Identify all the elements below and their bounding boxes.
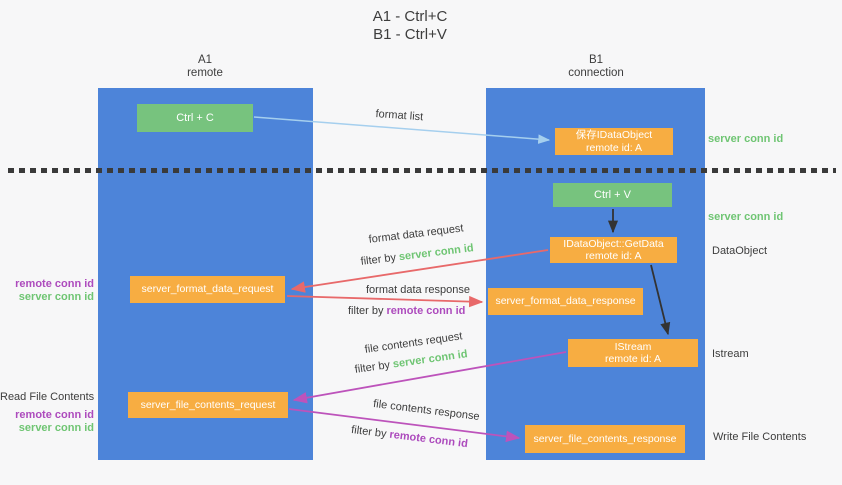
server-conn-id-text: server conn id: [18, 421, 94, 434]
lane-b-header: B1 connection: [541, 54, 651, 80]
remote-conn-id-text: remote conn id: [15, 278, 94, 290]
annotation-dataobject: DataObject: [712, 245, 768, 257]
lane-b-name: B1: [588, 54, 604, 66]
node-file-req-label: server_file_contents_request: [140, 398, 276, 411]
remote-conn-id-text: remote conn id: [386, 305, 466, 317]
lane-a-subtitle: remote: [187, 67, 223, 79]
lane-a-header: A1 remote: [150, 54, 260, 80]
label-format-list: format list: [375, 108, 424, 124]
diagram-title: A1 - Ctrl+C B1 - Ctrl+V: [320, 8, 500, 44]
node-server-file-contents-request: server_file_contents_request: [128, 392, 288, 418]
annotation-server-conn-id-mid: server conn id: [708, 211, 784, 223]
label-filter-remote-conn-2: filter by remote conn id: [351, 424, 469, 450]
title-line-1: A1 - Ctrl+C: [372, 8, 448, 25]
node-server-file-contents-response: server_file_contents_response: [525, 425, 685, 453]
server-conn-id-text: server conn id: [18, 290, 94, 303]
annotation-conn-ids-bottom: remote conn id server conn id: [0, 409, 94, 434]
remote-conn-id-text: remote conn id: [388, 428, 469, 451]
node-istream: IStream remote id: A: [568, 339, 698, 367]
node-save-idataobject-line1: 保存IDataObject: [575, 129, 653, 141]
label-filter-remote-conn-1: filter by remote conn id: [348, 305, 465, 317]
filter-by-text: filter by: [360, 251, 400, 268]
node-ctrl-c: Ctrl + C: [137, 104, 253, 132]
filter-by-text: filter by: [350, 424, 391, 441]
node-format-req-label: server_format_data_request: [141, 283, 274, 296]
node-server-format-data-request: server_format_data_request: [130, 276, 285, 303]
label-filter-server-conn-1: filter by server conn id: [360, 242, 474, 268]
label-file-contents-response: file contents response: [372, 398, 481, 423]
node-ctrl-v-label: Ctrl + V: [594, 188, 631, 201]
node-save-idataobject: 保存IDataObject remote id: A: [555, 128, 673, 155]
lane-a-name: A1: [197, 54, 213, 66]
node-file-resp-label: server_file_contents_response: [533, 432, 677, 445]
annotation-write-file-contents: Write File Contents: [713, 431, 807, 443]
node-istream-line1: IStream: [614, 340, 652, 353]
remote-conn-id-text: remote conn id: [15, 409, 94, 421]
annotation-read-file-contents: Read File Contents: [0, 391, 95, 403]
node-getdata-line1: IDataObject::GetData: [563, 237, 664, 250]
node-idataobject-getdata: IDataObject::GetData remote id: A: [550, 237, 677, 263]
annotation-server-conn-id-top: server conn id: [708, 133, 784, 145]
label-format-data-response: format data response: [366, 284, 470, 296]
node-format-resp-label: server_format_data_response: [495, 295, 636, 308]
filter-by-text: filter by: [354, 358, 394, 376]
node-ctrl-c-label: Ctrl + C: [176, 111, 214, 124]
arrow-format-data-response: [286, 295, 484, 308]
lane-b-subtitle: connection: [568, 67, 624, 79]
server-conn-id-text: server conn id: [392, 348, 469, 371]
server-conn-id-text: server conn id: [398, 242, 475, 264]
label-format-data-request: format data request: [368, 222, 465, 246]
filter-by-text: filter by: [348, 305, 387, 317]
annotation-conn-ids-top: remote conn id server conn id: [0, 278, 94, 303]
node-istream-line2: remote id: A: [604, 353, 662, 365]
annotation-istream: Istream: [712, 348, 749, 360]
node-ctrl-v: Ctrl + V: [553, 183, 672, 207]
node-save-idataobject-line2: remote id: A: [585, 141, 643, 154]
title-line-2: B1 - Ctrl+V: [373, 26, 447, 43]
node-getdata-line2: remote id: A: [585, 250, 642, 262]
separator-dotted-line: [8, 168, 836, 173]
node-server-format-data-response: server_format_data_response: [488, 288, 643, 315]
